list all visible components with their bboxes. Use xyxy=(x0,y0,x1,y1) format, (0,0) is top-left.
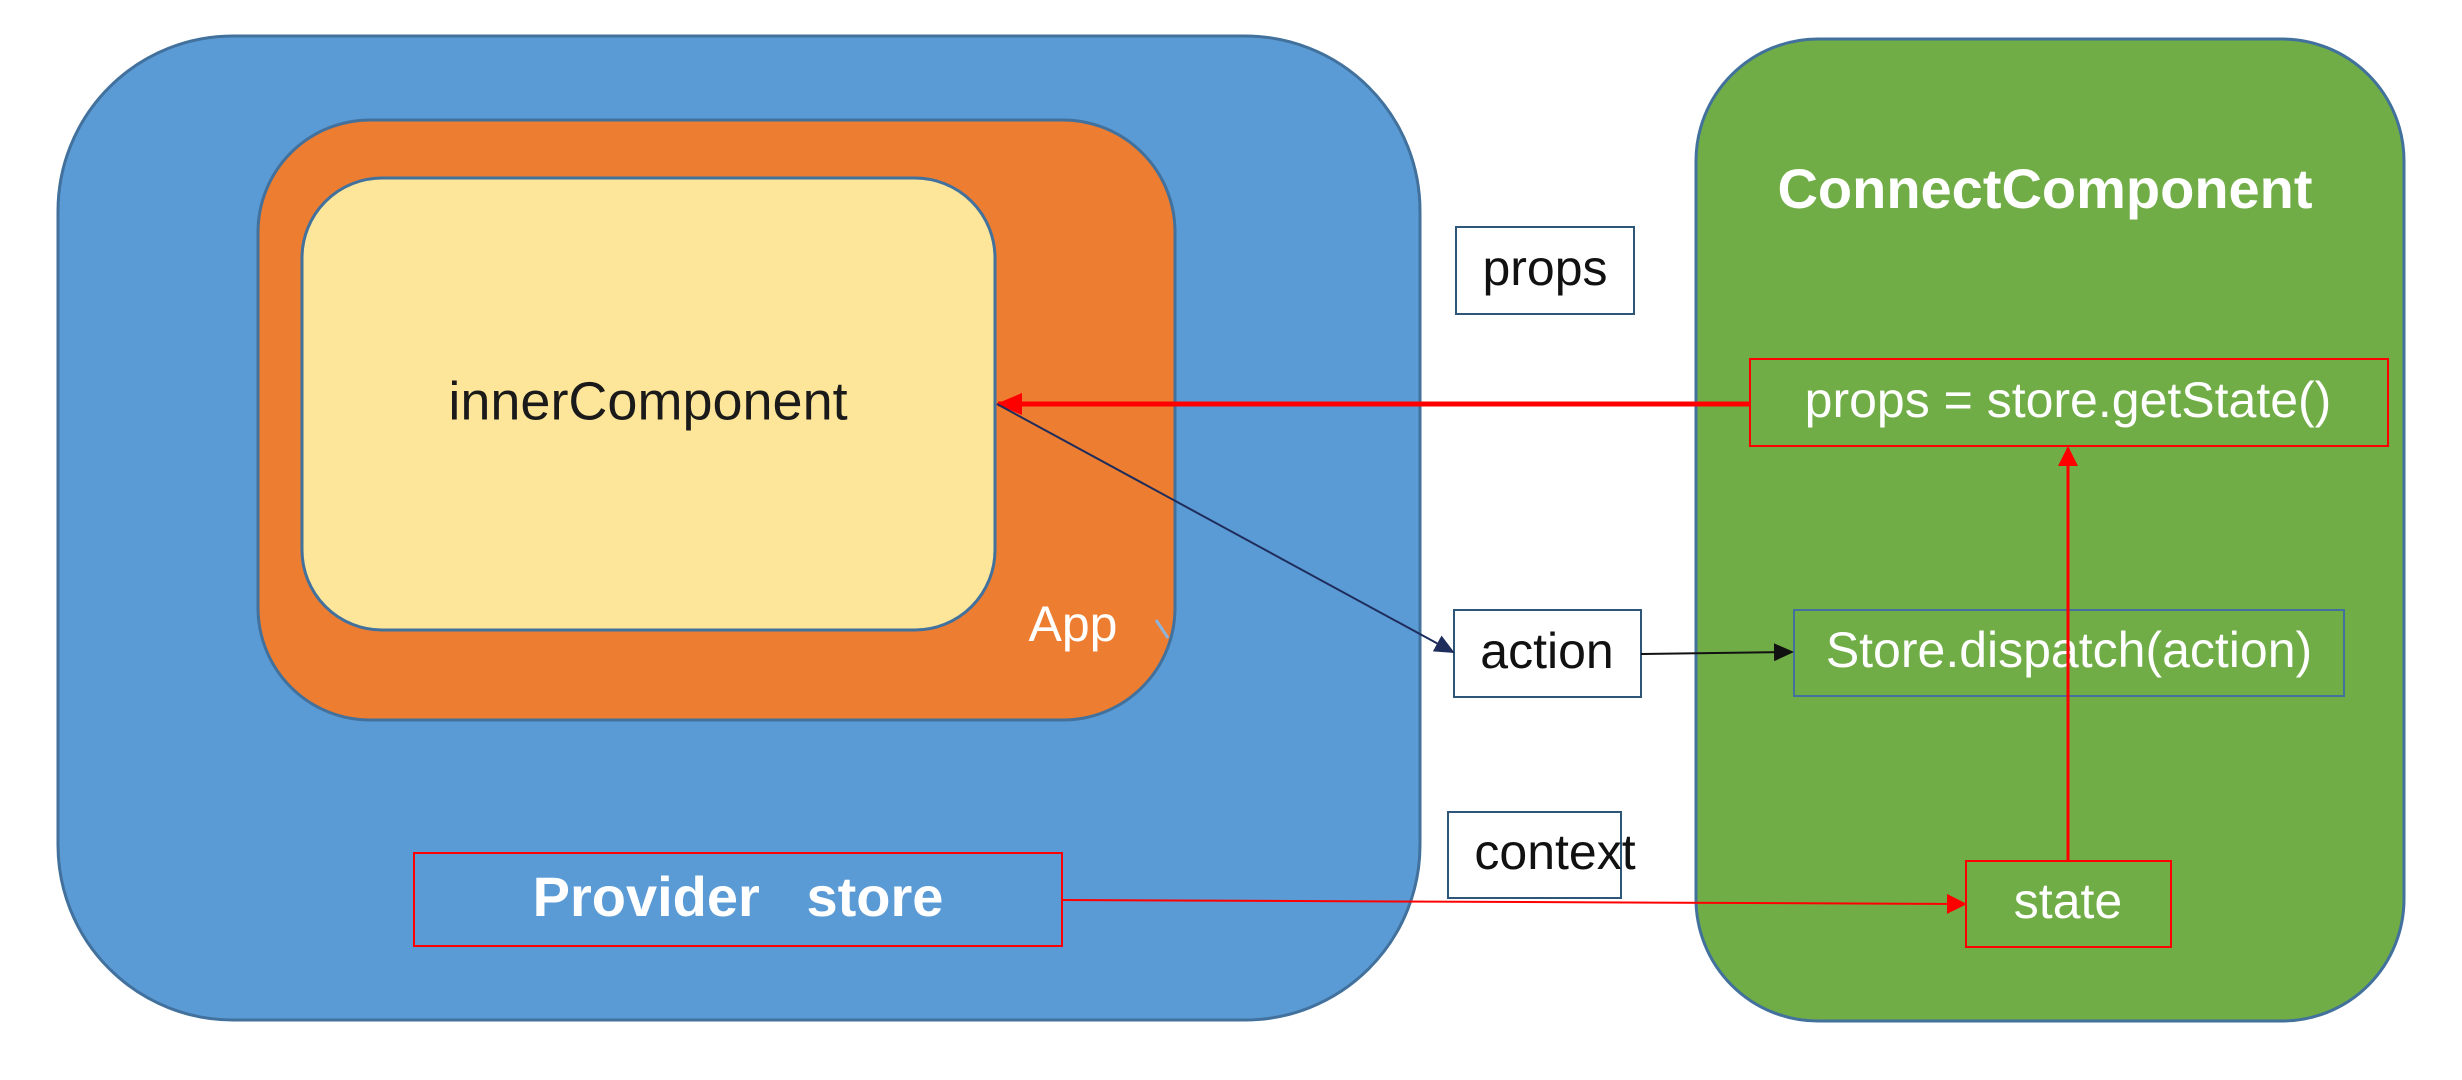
action-label: action xyxy=(1480,623,1613,679)
innercomponent-to-action-arrow xyxy=(996,403,1455,653)
inner-component-box xyxy=(300,176,997,632)
provider-store-label: Provider store xyxy=(533,865,944,928)
inner-component-label: innerComponent xyxy=(448,371,847,431)
action-to-dispatch-arrow xyxy=(1640,643,1794,662)
provider-store-box xyxy=(413,852,1063,947)
props-edge-label: props xyxy=(1482,240,1607,296)
state-label: state xyxy=(2014,873,2122,929)
props-edge-label-box xyxy=(1455,226,1635,315)
connect-component-title: ConnectComponent xyxy=(1777,157,2312,220)
action-label-box xyxy=(1453,609,1642,698)
app-corner-mark xyxy=(1154,619,1170,639)
context-label: context xyxy=(1474,824,1635,880)
app-label: App xyxy=(1029,596,1118,652)
context-arrow xyxy=(1061,893,1967,914)
connect-component-container xyxy=(1694,37,2406,1023)
props-getstate-label: props = store.getState() xyxy=(1805,372,2332,428)
context-label-box xyxy=(1447,811,1622,899)
